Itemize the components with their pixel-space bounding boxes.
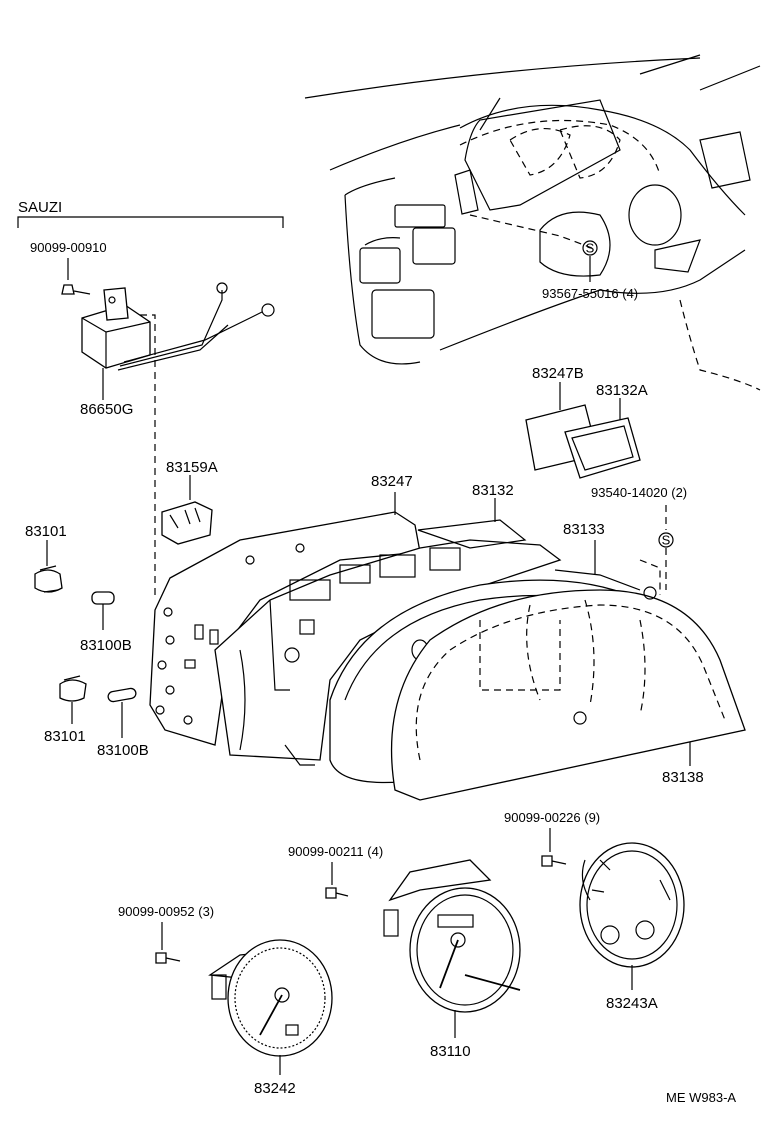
- screw-symbol-top: S: [582, 240, 598, 282]
- label-83132: 83132: [472, 482, 514, 499]
- label-90099-00211: 90099-00211 (4): [288, 844, 383, 859]
- label-83132A: 83132A: [596, 382, 648, 399]
- screw-90099-00226: [541, 828, 567, 867]
- label-86650G: 86650G: [80, 401, 133, 418]
- screw-90099-00952: [155, 922, 181, 964]
- svg-text:S: S: [586, 241, 595, 256]
- case-assembly: [214, 498, 661, 766]
- diagram-code: ME W983-A: [666, 1090, 736, 1105]
- label-93567-55016: 93567-55016 (4): [542, 286, 638, 301]
- label-83159A: 83159A: [166, 459, 218, 476]
- screw-symbol-right: S: [658, 505, 674, 590]
- dashboard-outline: [304, 54, 761, 391]
- socket-83101-b: [59, 675, 87, 724]
- label-83101-a: 83101: [25, 523, 67, 540]
- label-83138: 83138: [662, 769, 704, 786]
- label-83101-b: 83101: [44, 728, 86, 745]
- tachometer-83242: [208, 939, 333, 1075]
- screw-90099-00211: [325, 862, 349, 899]
- gauge-83243A: [579, 842, 685, 990]
- bulb-83100B-a: [91, 591, 115, 630]
- speedometer-83110: [383, 859, 521, 1038]
- sauzi-bracket: [17, 216, 284, 228]
- label-90099-00952: 90099-00952 (3): [118, 904, 214, 919]
- label-83110: 83110: [430, 1043, 471, 1060]
- glass-83138: [390, 586, 746, 801]
- circuit-board-83247: [149, 492, 421, 746]
- group-label-sauzi: SAUZI: [18, 199, 62, 216]
- label-83243A: 83243A: [606, 995, 658, 1012]
- connector-83159A: [161, 475, 213, 545]
- label-83247: 83247: [371, 473, 413, 490]
- part-labels: SAUZI 90099-00910 86650G 93567-55016 (4)…: [18, 199, 736, 1105]
- label-90099-00910: 90099-00910: [30, 240, 107, 255]
- label-83100B-a: 83100B: [80, 637, 132, 654]
- label-83242: 83242: [254, 1080, 296, 1097]
- label-83100B-b: 83100B: [97, 742, 149, 759]
- label-93540-14020: 93540-14020 (2): [591, 485, 687, 500]
- screw-90099-00910: [61, 258, 91, 295]
- bezel-83132A: [564, 398, 641, 479]
- label-83247B: 83247B: [532, 365, 584, 382]
- relay-86650G: [81, 282, 275, 600]
- socket-83101-a: [34, 540, 63, 593]
- bulb-83100B-b: [107, 687, 137, 738]
- label-90099-00226: 90099-00226 (9): [504, 810, 600, 825]
- svg-text:S: S: [662, 533, 671, 548]
- label-83133: 83133: [563, 521, 605, 538]
